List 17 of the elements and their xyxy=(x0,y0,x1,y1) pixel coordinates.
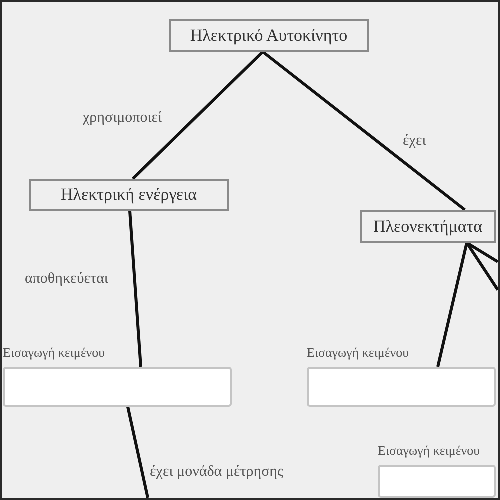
connector-line xyxy=(132,50,264,180)
connector-line xyxy=(466,242,498,264)
connector-line xyxy=(128,210,142,368)
field-label: Εισαγωγή κειμένου xyxy=(307,344,410,362)
field-label: Εισαγωγή κειμένου xyxy=(378,442,480,460)
concept-box: Πλεονεκτήματα xyxy=(360,210,496,243)
edge-label: έχει μονάδα μέτρησης xyxy=(150,463,284,481)
field-label: Εισαγωγή κειμένου xyxy=(3,344,106,362)
connector-line xyxy=(436,242,468,368)
concept-box: Ηλεκτρικό Αυτοκίνητο xyxy=(169,19,369,52)
connector-line xyxy=(262,50,466,212)
connector-line xyxy=(466,242,498,291)
edge-label: έχει xyxy=(403,132,426,150)
edge-label: αποθηκεύεται xyxy=(25,270,108,288)
connector-line xyxy=(126,406,150,498)
concept-box: Ηλεκτρική ενέργεια xyxy=(29,179,229,211)
edge-label: χρησιμοποιεί xyxy=(83,109,162,127)
